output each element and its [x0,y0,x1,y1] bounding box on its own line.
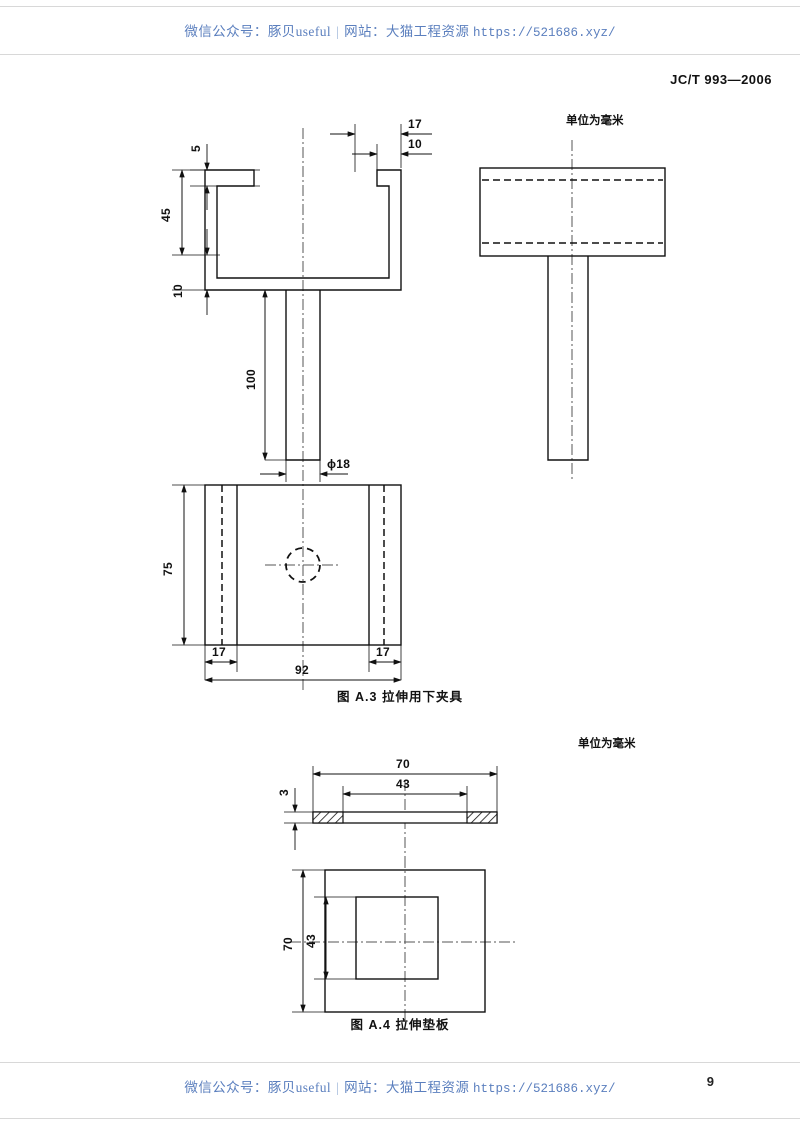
figure-a3-dim-17-left: 17 [204,645,238,680]
svg-text:100: 100 [244,369,258,390]
footer-rule-bottom [0,1118,800,1119]
header-watermark: 微信公众号：豚贝useful | 网站：大猫工程资源 https://521686.… [0,20,800,40]
figure-a4-caption: 图 A.4 拉伸垫板 [350,1018,450,1032]
figure-a3-side-view [479,140,666,480]
svg-text:43: 43 [396,777,410,791]
svg-text:17: 17 [408,117,422,131]
header-watermark-site: 大猫工程资源 [385,24,470,39]
svg-text:43: 43 [304,934,318,948]
figure-a3-dim-92: 92 [204,663,402,683]
svg-text:17: 17 [376,645,390,659]
svg-text:75: 75 [161,562,175,576]
svg-text:ϕ18: ϕ18 [327,457,350,471]
footer-watermark-mid: 网站： [344,1080,386,1095]
figure-a4-section-view [312,780,498,857]
footer-watermark-site: 大猫工程资源 [385,1080,470,1095]
footer-watermark-url: https://521686.xyz/ [473,1082,616,1096]
svg-text:70: 70 [396,757,410,771]
svg-text:5: 5 [189,145,203,152]
figure-a4-dim-70-section: 70 [312,757,498,814]
svg-text:92: 92 [295,663,309,677]
figure-a3-dim-phi18: ϕ18 [260,457,350,482]
header-watermark-mid: 网站： [344,24,386,39]
footer-watermark: 微信公众号：豚贝useful | 网站：大猫工程资源 https://521686.… [0,1076,800,1096]
page-number: 9 [706,1074,714,1089]
header-watermark-url: https://521686.xyz/ [473,26,616,40]
svg-text:45: 45 [159,208,173,222]
figure-a4-drawing: 70 43 3 [277,757,518,1020]
footer-rule-top [0,1062,800,1063]
figure-a3-dim-10-lip: 10 [352,137,432,172]
header-watermark-separator: | [336,24,340,39]
svg-text:17: 17 [212,645,226,659]
figure-a4-dim-43-section: 43 [342,777,468,814]
footer-watermark-account: 豚贝useful [267,1080,332,1095]
svg-text:3: 3 [277,789,291,796]
figure-a3-dim-75: 75 [161,484,205,646]
footer-watermark-separator: | [336,1080,340,1095]
figure-a3-dim-17-top: 17 [330,117,432,172]
figure-a3-dim-45: 45 [159,169,220,256]
figure-a4-plan-view [290,857,518,1020]
header-rule-top [0,6,800,7]
figure-a3-dim-5: 5 [189,144,260,210]
figure-a3-stem [285,290,321,461]
header-watermark-account: 豚贝useful [267,24,332,39]
figure-a3-drawing: 5 45 10 17 10 [159,117,666,690]
figure-a3-dim-17-right: 17 [368,645,402,680]
footer-watermark-prefix: 微信公众号： [184,1080,268,1095]
svg-text:10: 10 [408,137,422,151]
figure-a4-dim-70-plan: 70 [281,869,327,1013]
figure-a4-dim-43-plan: 43 [304,896,358,980]
svg-text:10: 10 [171,284,185,298]
figure-a3-dim-100: 100 [244,289,288,461]
figure-a3-dim-10-base: 10 [171,229,210,315]
standard-number: JC/T 993—2006 [670,72,772,87]
figure-a4-unit-note: 单位为毫米 [578,738,636,750]
figure-a3-caption: 图 A.3 拉伸用下夹具 [337,690,463,704]
figure-a4-dim-3: 3 [277,788,315,850]
header-rule-bottom [0,54,800,55]
header-watermark-prefix: 微信公众号： [184,24,268,39]
figure-a3-unit-note: 单位为毫米 [566,115,624,127]
figure-a3-plan-view [204,470,402,690]
svg-text:70: 70 [281,937,295,951]
